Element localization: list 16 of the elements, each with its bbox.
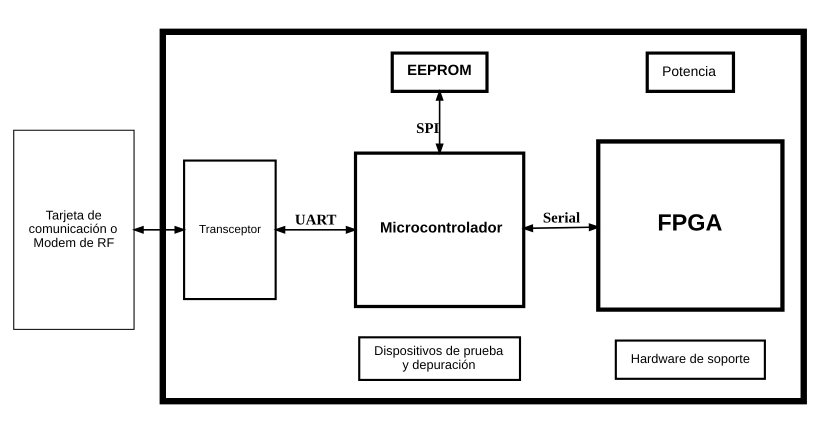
arrow bbox=[132, 226, 186, 234]
node-box: Hardware de soporte bbox=[614, 339, 766, 380]
edge-label: Serial bbox=[542, 210, 580, 227]
node-box: Tarjeta de comunicación o Modem de RF bbox=[12, 130, 134, 330]
node-box: EEPROM bbox=[390, 51, 488, 93]
edge-label: SPI bbox=[416, 121, 439, 138]
node-box: Microcontrolador bbox=[353, 152, 525, 308]
node-box: Potencia bbox=[645, 51, 735, 93]
edge-label: UART bbox=[294, 212, 336, 229]
node-box: Dispositivos de prueba y depuración bbox=[358, 336, 521, 381]
node-box: FPGA bbox=[596, 139, 784, 312]
cluster bbox=[159, 28, 806, 404]
arrow bbox=[520, 223, 600, 232]
arrow bbox=[273, 226, 357, 234]
arrow bbox=[435, 89, 444, 156]
node-box: Transceptor bbox=[182, 160, 276, 300]
